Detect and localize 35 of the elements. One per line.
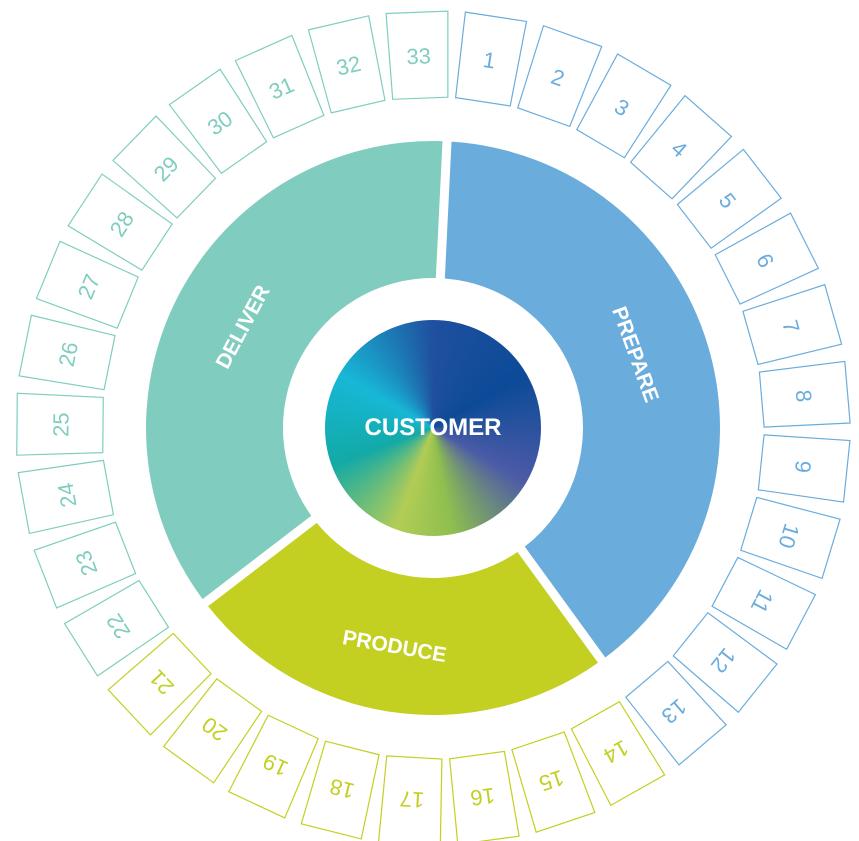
- step-number: 20: [197, 712, 232, 746]
- step-number: 4: [666, 136, 692, 162]
- step-number: 33: [406, 43, 432, 70]
- step-number: 16: [468, 782, 496, 811]
- step-number: 24: [52, 480, 82, 510]
- phase-label: PRODUCE: [340, 626, 448, 668]
- step-number: 5: [714, 188, 742, 214]
- step-number: 2: [548, 64, 568, 92]
- step-number: 14: [599, 734, 633, 769]
- step-number: 12: [706, 643, 741, 678]
- step-number: 21: [144, 664, 179, 700]
- step-number: 27: [72, 270, 106, 303]
- step-number: 1: [481, 47, 498, 74]
- step-number: 22: [101, 609, 136, 644]
- step-number: 15: [536, 764, 568, 796]
- step-number: 3: [610, 94, 634, 122]
- step-number: 6: [751, 249, 780, 272]
- step-number: 9: [790, 459, 816, 474]
- step-number: 30: [202, 106, 238, 140]
- step-number: 18: [327, 774, 357, 804]
- step-number: 23: [70, 547, 102, 580]
- step-number: 28: [104, 206, 140, 242]
- step-number: 10: [773, 520, 804, 552]
- step-number: 19: [259, 748, 292, 782]
- step-number: 11: [746, 586, 778, 618]
- step-number: 25: [48, 412, 74, 437]
- step-number: 31: [265, 72, 298, 105]
- step-number: 32: [334, 50, 364, 81]
- step-number: 26: [54, 340, 84, 369]
- step-number: 8: [790, 388, 817, 404]
- step-number: 7: [777, 317, 805, 336]
- step-number: 17: [399, 786, 425, 813]
- step-number: 29: [148, 151, 184, 186]
- circle-label: CUSTOMER: [364, 414, 502, 442]
- step-number: 13: [656, 694, 692, 729]
